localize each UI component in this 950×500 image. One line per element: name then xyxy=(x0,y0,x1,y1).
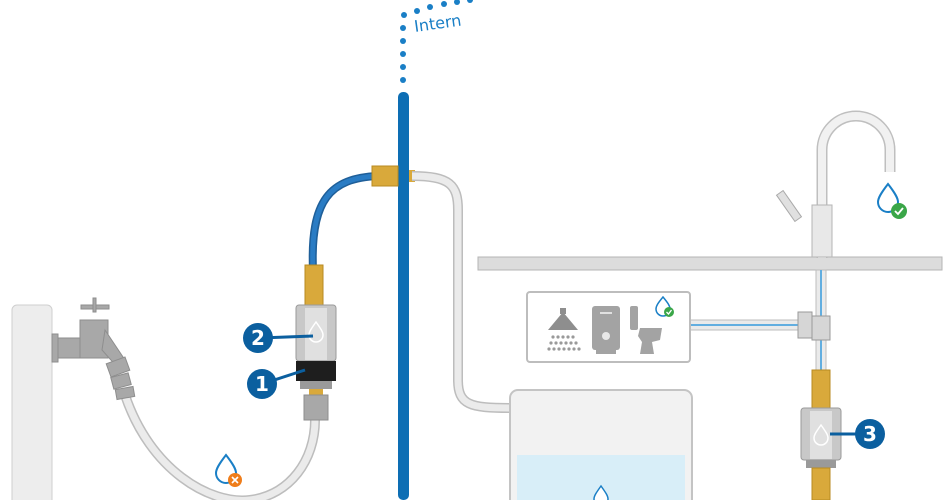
house-wall xyxy=(398,92,409,500)
badge-2-label: 2 xyxy=(251,326,265,350)
blue-hose-outline xyxy=(308,172,379,271)
water-heater-icon xyxy=(592,306,620,354)
garden-pillar xyxy=(11,304,53,500)
badge-3-label: 3 xyxy=(863,422,877,446)
indoor-hose xyxy=(411,172,511,412)
shower-icon xyxy=(547,308,581,351)
drop-check-icon xyxy=(876,182,907,219)
badge-1-label: 1 xyxy=(255,372,269,396)
toilet-icon xyxy=(630,306,662,354)
badge-3: 3 xyxy=(855,419,885,449)
dotted-boundary-line xyxy=(400,0,473,83)
drop-logo-icon xyxy=(308,320,324,343)
drop-x-icon xyxy=(214,453,242,487)
water-tank xyxy=(509,389,693,500)
garden-hose xyxy=(121,393,319,500)
kitchen-faucet xyxy=(775,110,896,258)
drop-icon xyxy=(593,484,609,500)
filter-unit-outdoor xyxy=(295,264,337,421)
t-junction xyxy=(797,311,813,339)
garden-tap xyxy=(51,297,136,401)
household-appliances-panel xyxy=(526,291,691,363)
blue-hose xyxy=(310,173,379,271)
kitchen-counter xyxy=(477,256,943,271)
badge-1: 1 xyxy=(247,369,277,399)
drop-check-icon xyxy=(655,295,674,317)
filter-unit-kitchen xyxy=(800,369,842,500)
badge-2: 2 xyxy=(243,323,273,353)
intern-label: Intern xyxy=(413,11,463,36)
